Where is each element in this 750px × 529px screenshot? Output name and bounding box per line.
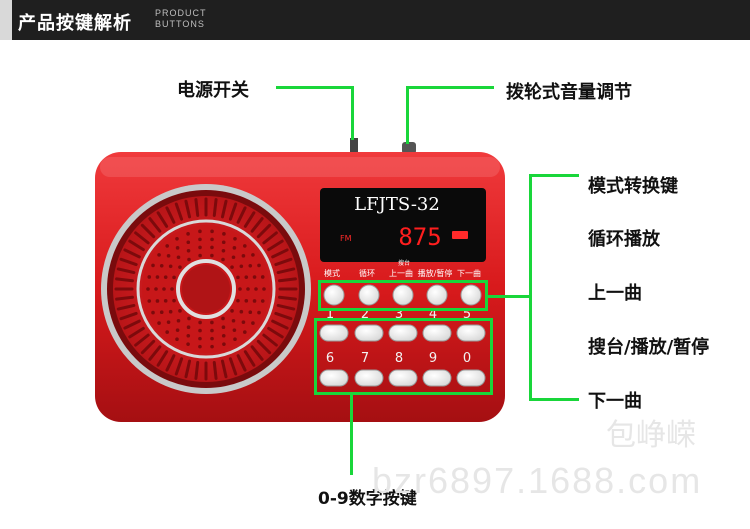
loop-button[interactable] — [358, 284, 380, 306]
number-key-label: 4 — [429, 307, 437, 322]
number-key[interactable] — [354, 369, 384, 387]
function-button-row — [323, 284, 482, 306]
number-key[interactable] — [456, 369, 486, 387]
callout-line — [276, 86, 354, 89]
callout-line — [529, 174, 532, 400]
callout-line — [529, 398, 579, 401]
next-track-button[interactable] — [460, 284, 482, 306]
lcd-display — [320, 188, 486, 262]
prev-track-button[interactable] — [392, 284, 414, 306]
callout-line — [350, 393, 353, 475]
number-key-label: 5 — [463, 307, 471, 322]
number-key[interactable] — [422, 369, 452, 387]
callout-power-switch: 电源开关 — [177, 80, 249, 101]
number-button-row-2 — [319, 369, 486, 387]
callout-line — [318, 308, 488, 311]
key-label: 循环 — [359, 268, 375, 278]
number-key-label: 1 — [326, 307, 334, 322]
callout-next-track: 下一曲 — [588, 391, 642, 412]
callout-line — [314, 318, 493, 321]
callout-line — [406, 86, 409, 144]
number-key[interactable] — [354, 324, 384, 342]
number-key-label: 8 — [395, 351, 403, 366]
number-key[interactable] — [319, 369, 349, 387]
callout-line — [488, 295, 532, 298]
callout-line — [314, 392, 493, 395]
header-accent-bar — [0, 0, 12, 40]
callout-line — [318, 280, 321, 310]
callout-line — [318, 280, 488, 283]
number-key-label: 7 — [361, 351, 369, 366]
key-label-small: 搜台 — [398, 259, 410, 267]
callout-loop-play: 循环播放 — [588, 229, 660, 250]
key-label: 播放/暂停 — [418, 268, 453, 278]
key-label: 下一曲 — [457, 268, 481, 278]
header-subtitle-en: PRODUCT BUTTONS — [155, 8, 207, 29]
callout-line — [314, 318, 317, 394]
callout-mode-key: 模式转换键 — [588, 176, 678, 197]
number-key-label: 6 — [326, 351, 334, 366]
number-key[interactable] — [456, 324, 486, 342]
callout-line — [406, 86, 494, 89]
number-key[interactable] — [388, 369, 418, 387]
speaker-grille — [101, 184, 311, 394]
number-key-label: 3 — [395, 307, 403, 322]
callout-search-play-pause: 搜台/播放/暂停 — [588, 337, 710, 358]
callout-prev-track: 上一曲 — [588, 283, 642, 304]
header-title: 产品按键解析 — [18, 13, 132, 34]
number-key[interactable] — [388, 324, 418, 342]
watermark-shop-name: 包峥嵘 — [606, 419, 696, 452]
number-key-label: 0 — [463, 351, 471, 366]
header-bar: 产品按键解析 PRODUCT BUTTONS — [0, 0, 750, 40]
mode-button[interactable] — [323, 284, 345, 306]
battery-icon — [452, 231, 468, 239]
callout-volume-wheel: 拨轮式音量调节 — [506, 82, 632, 103]
number-button-row-1 — [319, 324, 486, 342]
watermark-shop-url: bzr6897.1688.com — [372, 460, 703, 501]
play-pause-button[interactable] — [426, 284, 448, 306]
callout-line — [351, 86, 354, 140]
number-key[interactable] — [319, 324, 349, 342]
key-label: 上一曲 — [389, 268, 413, 278]
power-switch-knob — [350, 138, 358, 154]
callout-line — [529, 174, 579, 177]
callout-line — [490, 318, 493, 394]
frequency-readout: 875 — [398, 223, 441, 251]
volume-wheel-knob — [402, 142, 416, 154]
key-label: 模式 — [324, 268, 340, 278]
number-key-label: 9 — [429, 351, 437, 366]
callout-line — [485, 280, 488, 310]
number-key[interactable] — [422, 324, 452, 342]
callout-number-keys: 0-9数字按键 — [318, 489, 417, 509]
number-key-label: 2 — [361, 307, 369, 322]
model-label: LFJTS-32 — [354, 194, 440, 215]
display-mode-tag: FM — [340, 234, 352, 243]
